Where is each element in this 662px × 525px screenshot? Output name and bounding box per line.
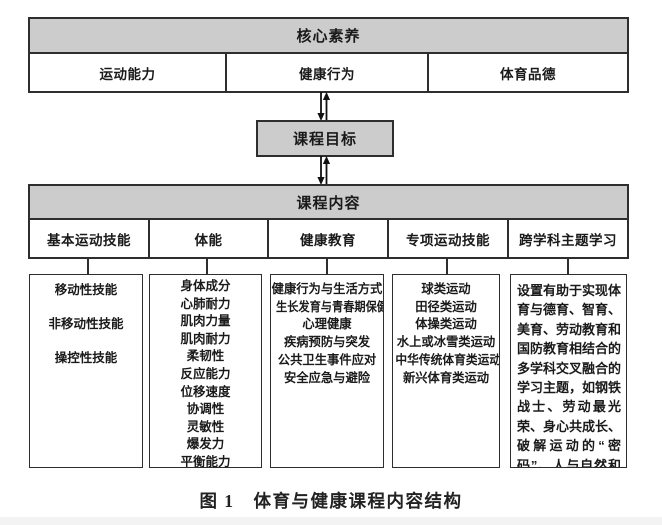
content-column-physical-fitness: 体能 [150, 220, 269, 257]
connector-line [206, 259, 208, 274]
detail-line: 疾病预防与突发 [283, 335, 371, 350]
detail-line: 球类运动 [421, 282, 471, 296]
detail-box-interdisciplinary-learning: 设置有助于实现体育与德育、智育、美育、劳动教育和国防教育相结合的多学科交叉融合的… [510, 274, 627, 468]
detail-line: 平衡能力 [180, 454, 231, 468]
course-objectives-box: 课程目标 [256, 120, 394, 157]
detail-line: 身体成分 [180, 279, 231, 293]
detail-line: 位移速度 [180, 384, 231, 399]
detail-box-physical-fitness: 身体成分心肺耐力肌肉力量肌肉耐力柔韧性反应能力位移速度协调性灵敏性爆发力平衡能力 [149, 274, 262, 468]
detail-line: 公共卫生事件应对 [277, 352, 377, 367]
detail-line: 心理健康 [302, 317, 352, 332]
core-competencies-title: 核心素养 [30, 19, 627, 54]
detail-box-basic-motor-skills: 移动性技能非移动性技能操控性技能 [29, 274, 143, 468]
core-competencies-row: 运动能力 健康行为 体育品德 [30, 54, 627, 91]
bidirectional-arrow-icon [317, 92, 331, 121]
detail-line: 柔韧性 [186, 349, 225, 364]
detail-line: 生长发育与青春期保健 [276, 299, 384, 314]
content-column-special-sports-skills: 专项运动技能 [389, 220, 509, 257]
competency-cell-motor-ability: 运动能力 [30, 54, 227, 91]
core-competencies-table: 核心素养 运动能力 健康行为 体育品德 [28, 17, 629, 93]
detail-line: 移动性技能 [54, 283, 118, 297]
course-content-row: 基本运动技能 体能 健康教育 专项运动技能 跨学科主题学习 [30, 220, 627, 257]
detail-line: 水上或冰雪类运动 [396, 335, 496, 350]
detail-line: 爆发力 [186, 437, 225, 452]
detail-line: 肌肉耐力 [180, 331, 231, 346]
connector-line [446, 259, 448, 274]
page-edge-strip [0, 517, 662, 525]
bidirectional-arrow-icon [317, 156, 331, 185]
detail-line: 心肺耐力 [180, 296, 231, 311]
detail-line: 反应能力 [180, 366, 231, 381]
detail-box-special-sports-skills: 球类运动田径类运动体操类运动水上或冰雪类运动中华传统体育类运动新兴体育类运动 [392, 274, 500, 468]
detail-line: 非移动性技能 [48, 317, 124, 331]
course-content-title: 课程内容 [30, 186, 627, 220]
detail-box-health-education: 健康行为与生活方式生长发育与青春期保健心理健康疾病预防与突发公共卫生事件应对安全… [270, 274, 384, 468]
interdisciplinary-paragraph: 设置有助于实现体育与德育、智育、美育、劳动教育和国防教育相结合的多学科交叉融合的… [517, 283, 622, 468]
detail-line: 健康行为与生活方式 [271, 282, 383, 296]
detail-line: 操控性技能 [54, 351, 118, 365]
connector-line [326, 259, 328, 274]
detail-line: 中华传统体育类运动 [395, 352, 500, 367]
connector-line [567, 259, 569, 274]
detail-line: 肌肉力量 [180, 314, 231, 329]
content-column-basic-motor-skills: 基本运动技能 [30, 220, 150, 257]
competency-cell-healthy-behavior: 健康行为 [227, 54, 429, 91]
detail-line: 协调性 [186, 402, 225, 417]
detail-line: 安全应急与避险 [283, 370, 371, 385]
detail-line: 新兴体育类运动 [402, 370, 490, 385]
content-column-health-education: 健康教育 [269, 220, 389, 257]
connector-line [87, 259, 89, 274]
detail-line: 灵敏性 [186, 419, 225, 434]
figure-caption: 图 1 体育与健康课程内容结构 [199, 491, 463, 511]
content-column-interdisciplinary-learning: 跨学科主题学习 [519, 232, 617, 248]
detail-line: 体操类运动 [415, 317, 477, 332]
course-content-table: 课程内容 基本运动技能 体能 健康教育 专项运动技能 跨学科主题学习 [28, 184, 629, 259]
competency-cell-sports-morality: 体育品德 [500, 66, 556, 82]
detail-line: 田径类运动 [415, 299, 477, 314]
